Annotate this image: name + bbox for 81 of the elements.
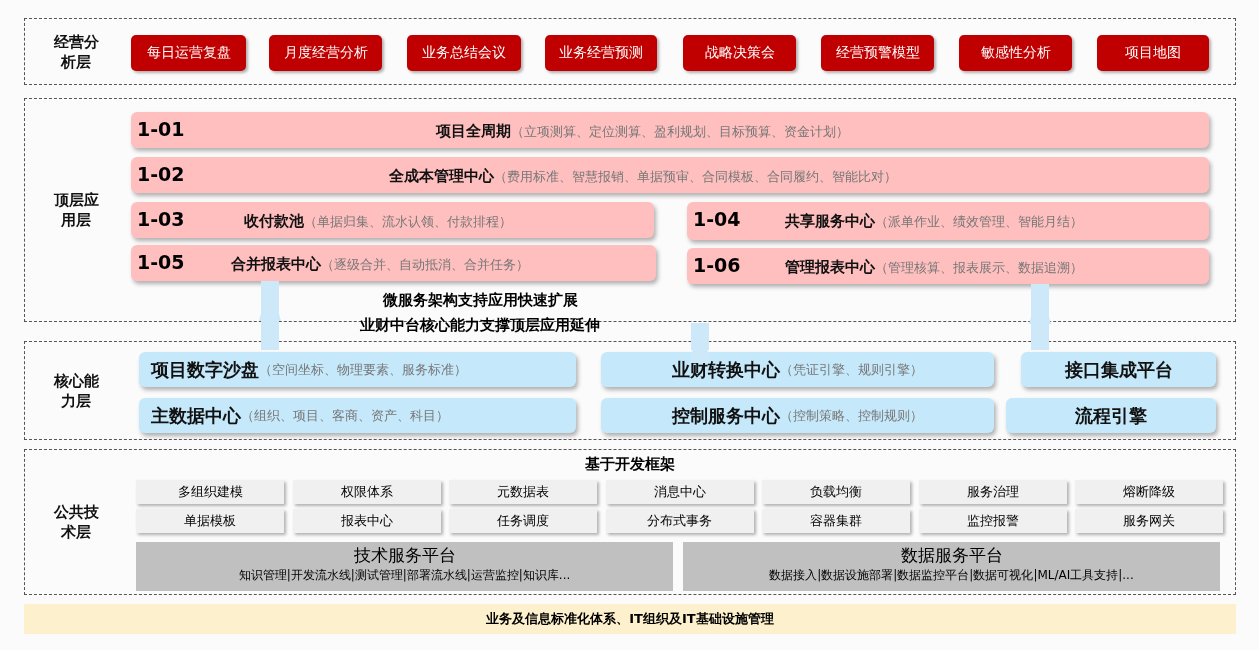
module-title: 全成本管理中心 xyxy=(389,167,494,185)
capability-title: 项目数字沙盘 xyxy=(151,357,259,382)
module-features: （管理核算、报表展示、数据追溯） xyxy=(875,260,1083,275)
platform-features: 数据接入|数据设施部署|数据监控平台|数据可视化|ML/AI工具支持|... xyxy=(768,567,1135,584)
up-arrow xyxy=(259,281,281,350)
module-button: 每日运营复盘 xyxy=(131,35,246,71)
capability-card xyxy=(139,352,576,387)
component-tile: 监控报警 xyxy=(918,509,1067,533)
platform-title: 技术服务平台 xyxy=(352,544,457,567)
module-features: （逐级合并、自动抵消、合并任务） xyxy=(321,257,529,272)
layer-panel xyxy=(24,449,1236,595)
framework-heading: 基于开发框架 xyxy=(584,455,676,474)
module-button: 战略决策会 xyxy=(683,35,796,71)
capability-title: 接口集成平台 xyxy=(1064,357,1173,382)
capability-card xyxy=(1021,352,1216,387)
component-tile: 分布式事务 xyxy=(605,509,754,533)
note-text: 业财中台核心能力支撑顶层应用延伸 xyxy=(360,316,600,335)
layer-panel xyxy=(24,18,1236,85)
capability-card xyxy=(601,398,994,433)
module-title: 管理报表中心 xyxy=(785,258,875,276)
module-number: 1-05 xyxy=(137,251,185,273)
module-button: 项目地图 xyxy=(1097,35,1209,71)
capability-features: （空间坐标、物理要素、服务标准） xyxy=(259,360,467,379)
module-features: （费用标准、智慧报销、单据预审、合同模板、合同履约、智能比对） xyxy=(494,169,897,184)
component-tile: 报表中心 xyxy=(292,509,441,533)
module-title: 项目全周期 xyxy=(436,122,511,140)
capability-card xyxy=(1006,398,1216,433)
note-text: 微服务架构支持应用快速扩展 xyxy=(382,291,578,310)
application-card xyxy=(131,245,656,281)
component-tile: 负载均衡 xyxy=(762,480,910,504)
capability-title: 流程引擎 xyxy=(1075,403,1147,428)
module-title: 收付款池 xyxy=(244,212,304,230)
module-features: （立项测算、定位测算、盈利规划、目标预算、资金计划） xyxy=(511,124,849,139)
layer-heading: 公共技术层 xyxy=(52,502,100,542)
module-number: 1-04 xyxy=(693,208,741,230)
platform-title: 数据服务平台 xyxy=(899,544,1004,567)
component-tile: 服务治理 xyxy=(918,480,1067,504)
layer-heading: 经营分析层 xyxy=(52,31,100,72)
module-number: 1-01 xyxy=(137,118,185,140)
module-button: 敏感性分析 xyxy=(959,35,1072,71)
module-button: 经营预警模型 xyxy=(821,35,934,71)
component-tile: 服务网关 xyxy=(1075,509,1223,533)
capability-card xyxy=(139,398,576,433)
capability-title: 控制服务中心 xyxy=(672,403,780,428)
application-card xyxy=(687,202,1209,240)
component-tile: 权限体系 xyxy=(292,480,441,504)
component-tile: 消息中心 xyxy=(605,480,754,504)
module-title: 合并报表中心 xyxy=(231,255,321,273)
capability-features: （组织、项目、客商、资产、科目） xyxy=(241,406,449,425)
layer-heading: 顶层应用层 xyxy=(52,190,100,230)
foundation-bar: 业务及信息标准化体系、IT组织及IT基础设施管理 xyxy=(24,604,1236,634)
capability-title: 主数据中心 xyxy=(151,403,241,428)
application-card xyxy=(131,112,1209,148)
layer-heading: 核心能力层 xyxy=(52,370,100,411)
module-features: （单据归集、流水认领、付款排程） xyxy=(304,214,512,229)
up-arrow xyxy=(1029,284,1051,350)
capability-features: （控制策略、控制规则） xyxy=(780,406,923,425)
module-button: 月度经营分析 xyxy=(269,35,382,71)
component-tile: 任务调度 xyxy=(449,509,597,533)
application-card xyxy=(131,157,1209,193)
component-tile: 容器集群 xyxy=(762,509,910,533)
up-arrow xyxy=(689,323,711,363)
layer-panel xyxy=(24,341,1236,440)
capability-card xyxy=(601,352,994,387)
component-tile: 元数据表 xyxy=(449,480,597,504)
module-button: 业务经营预测 xyxy=(545,35,657,71)
module-number: 1-06 xyxy=(693,254,741,276)
platform-panel xyxy=(136,542,673,591)
component-tile: 多组织建模 xyxy=(136,480,284,504)
component-tile: 单据模板 xyxy=(136,509,284,533)
module-number: 1-03 xyxy=(137,208,185,230)
capability-features: （凭证引擎、规则引擎） xyxy=(780,360,923,379)
application-card xyxy=(687,248,1209,284)
platform-features: 知识管理|开发流水线|测试管理|部署流水线|运营监控|知识库... xyxy=(237,567,572,584)
component-tile: 熔断降级 xyxy=(1075,480,1223,504)
module-button: 业务总结会议 xyxy=(407,35,521,71)
application-card xyxy=(131,202,654,238)
module-title: 共享服务中心 xyxy=(785,212,875,230)
platform-panel xyxy=(683,542,1220,591)
module-features: （派单作业、绩效管理、智能月结） xyxy=(875,214,1083,229)
module-number: 1-02 xyxy=(137,163,185,185)
